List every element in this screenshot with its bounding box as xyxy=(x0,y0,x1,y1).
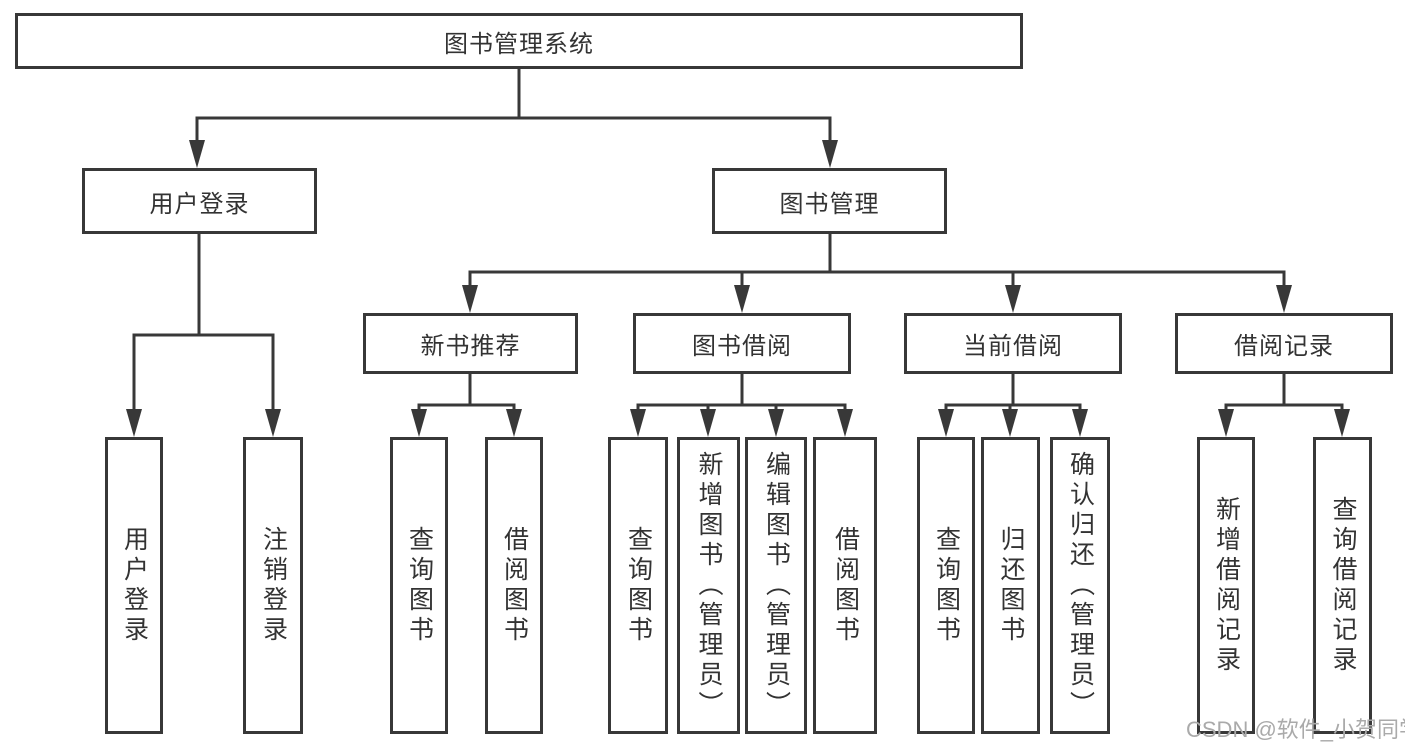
node-label: 用户登录 xyxy=(120,525,149,646)
node-label: 新增借阅记录 xyxy=(1212,495,1241,676)
node-label: 借阅图书 xyxy=(500,525,529,646)
connector-book-borrow-to-children xyxy=(630,373,853,437)
arrow-down-icon xyxy=(126,409,142,437)
leaf-logout: 注销登录 xyxy=(243,437,303,734)
leaf-borrow-books: 借阅图书 xyxy=(813,437,877,734)
arrow-down-icon xyxy=(822,140,838,168)
node-label: 图书管理系统 xyxy=(444,30,594,58)
node-book-borrow: 图书借阅 xyxy=(633,313,851,374)
leaf-add-books-admin: 新增图书（管理员） xyxy=(677,437,740,734)
leaf-return-books: 归还图书 xyxy=(981,437,1040,734)
node-label: 图书管理 xyxy=(779,190,880,218)
arrow-down-icon xyxy=(1276,285,1292,313)
node-borrow-records: 借阅记录 xyxy=(1175,313,1393,374)
node-label: 当前借阅 xyxy=(963,333,1063,360)
leaf-query-books-recommend: 查询图书 xyxy=(390,437,448,734)
leaf-query-books-borrow: 查询图书 xyxy=(608,437,668,734)
arrow-down-icon xyxy=(1218,409,1234,437)
arrow-down-icon xyxy=(506,409,522,437)
connector-borrow-records-to-children xyxy=(1218,373,1350,437)
node-label: 归还图书 xyxy=(997,525,1025,646)
arrow-down-icon xyxy=(1334,409,1350,437)
node-user-login: 用户登录 xyxy=(82,168,317,234)
node-current-borrow: 当前借阅 xyxy=(904,313,1122,374)
leaf-confirm-return-admin: 确认归还（管理员） xyxy=(1050,437,1110,734)
node-label: 查询图书 xyxy=(932,525,961,646)
arrow-down-icon xyxy=(734,285,750,313)
connector-current-borrow-to-children xyxy=(938,373,1088,437)
node-label: 借阅图书 xyxy=(831,525,860,646)
arrow-down-icon xyxy=(768,409,784,437)
connector-user-login-to-children xyxy=(126,234,281,437)
leaf-add-borrow-record: 新增借阅记录 xyxy=(1197,437,1255,734)
node-label: 新增图书（管理员） xyxy=(695,450,723,721)
arrow-down-icon xyxy=(1002,409,1018,437)
node-book-management: 图书管理 xyxy=(712,168,947,234)
leaf-query-borrow-record: 查询借阅记录 xyxy=(1313,437,1372,734)
connector-new-book-recommend-to-children xyxy=(411,373,522,437)
node-label: 借阅记录 xyxy=(1234,333,1334,360)
node-label: 注销登录 xyxy=(259,525,288,646)
node-root-system: 图书管理系统 xyxy=(15,13,1023,69)
connector-book-mgmt-to-level3 xyxy=(462,233,1292,313)
arrow-down-icon xyxy=(189,140,205,168)
connector-root-to-level2 xyxy=(189,69,838,168)
leaf-user-login: 用户登录 xyxy=(105,437,163,734)
arrow-down-icon xyxy=(1072,409,1088,437)
node-label: 确认归还（管理员） xyxy=(1066,450,1095,721)
arrow-down-icon xyxy=(265,409,281,437)
leaf-query-books-current: 查询图书 xyxy=(917,437,975,734)
leaf-edit-books-admin: 编辑图书（管理员） xyxy=(745,437,807,734)
arrow-down-icon xyxy=(700,409,716,437)
node-label: 用户登录 xyxy=(149,190,250,218)
node-label: 查询图书 xyxy=(405,525,434,646)
arrow-down-icon xyxy=(1005,285,1021,313)
node-label: 图书借阅 xyxy=(692,333,792,360)
arrow-down-icon xyxy=(938,409,954,437)
node-label: 查询图书 xyxy=(624,525,653,646)
arrow-down-icon xyxy=(837,409,853,437)
node-label: 新书推荐 xyxy=(420,333,521,360)
arrow-down-icon xyxy=(630,409,646,437)
node-label: 编辑图书（管理员） xyxy=(762,450,791,721)
leaf-borrow-books-recommend: 借阅图书 xyxy=(485,437,543,734)
arrow-down-icon xyxy=(411,409,427,437)
arrow-down-icon xyxy=(462,285,478,313)
node-new-book-recommend: 新书推荐 xyxy=(363,313,578,374)
node-label: 查询借阅记录 xyxy=(1329,495,1357,676)
csdn-watermark: CSDN @软件_小贺同学 xyxy=(1186,717,1405,742)
